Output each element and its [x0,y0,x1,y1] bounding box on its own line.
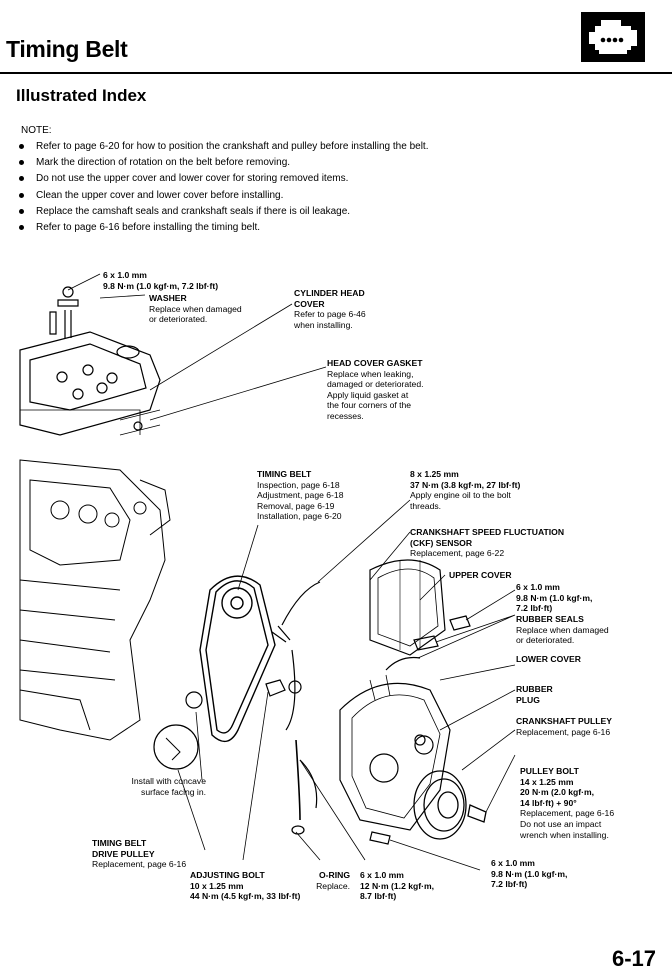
rubber-seals-callout: RUBBER SEALS Replace when damaged or det… [516,614,609,646]
page-title: Timing Belt [6,36,128,62]
washer-callout: WASHER Replace when damaged or deteriora… [149,293,242,325]
rubber-plug-callout: RUBBER PLUG [516,684,553,705]
lower-cover-callout: LOWER COVER [516,654,581,664]
note-item: Mark the direction of rotation on the be… [14,156,428,172]
lower-cover-drawing [339,674,451,831]
cylinder-head-cover-callout: CYLINDER HEAD COVER Refer to page 6-46 w… [294,288,366,330]
drive-pulley-drawing [153,691,203,770]
bolt-8mm-callout: 8 x 1.25 mm 37 N·m (3.8 kgf·m, 27 lbf·ft… [410,469,521,511]
note-item: Replace the camshaft seals and crankshaf… [14,205,428,221]
page-number: 6-17 [612,946,657,971]
concave-note-callout: Install with concave surface facing in. [131,776,206,797]
washer-bolt-callout: 6 x 1.0 mm 9.8 N·m (1.0 kgf·m, 7.2 lbf·f… [103,270,219,291]
bottom-bolt-drawing [369,735,434,845]
crankshaft-pulley-callout: CRANKSHAFT PULLEY Replacement, page 6-16 [516,716,612,737]
pulley-bolt-callout: PULLEY BOLT 14 x 1.25 mm 20 N·m (2.0 kgf… [520,766,615,840]
note-item: Refer to page 6-16 before installing the… [14,221,428,237]
adjusting-bolt-and-tubes-drawing [265,581,321,835]
head-cover-gasket-callout: HEAD COVER GASKET Replace when leaking, … [327,358,424,421]
washer-bolts-drawing [49,286,79,338]
note-item: Refer to page 6-20 for how to position t… [14,140,428,156]
upper-bolt-callout: 6 x 1.0 mm 9.8 N·m (1.0 kgf·m, 7.2 lbf·f… [516,582,593,614]
ckf-sensor-callout: CRANKSHAFT SPEED FLUCTUATION (CKF) SENSO… [410,527,565,559]
header-rule [0,72,672,74]
leader-lines [67,273,516,871]
cylinder-head-cover-drawing [19,331,161,436]
timing-belt-exploded-diagram [19,273,516,871]
engine-icon [581,12,645,62]
rubber-seals-drawing [385,635,439,671]
drive-pulley-callout: TIMING BELT DRIVE PULLEY Replacement, pa… [92,838,187,870]
bolt-6mm-right-callout: 6 x 1.0 mm 9.8 N·m (1.0 kgf·m, 7.2 lbf·f… [491,858,568,890]
adjusting-bolt-callout: ADJUSTING BOLT 10 x 1.25 mm 44 N·m (4.5 … [190,870,301,902]
section-subtitle: Illustrated Index [16,86,147,105]
note-item: Clean the upper cover and lower cover be… [14,189,428,205]
upper-cover-callout: UPPER COVER [449,570,512,580]
note-label: NOTE: [21,125,52,136]
crankshaft-pulley-drawing [413,770,487,840]
timing-belt-callout: TIMING BELT Inspection, page 6-18 Adjust… [257,469,344,522]
o-ring-callout: O-RING Replace. [316,870,350,891]
note-list: Refer to page 6-20 for how to position t… [14,140,428,237]
note-item: Do not use the upper cover and lower cov… [14,172,428,188]
engine-block-drawing [19,459,171,741]
timing-belt-drawing [199,575,276,743]
bolt-6mm-bottom-callout: 6 x 1.0 mm 12 N·m (1.2 kgf·m, 8.7 lbf·ft… [360,870,435,902]
